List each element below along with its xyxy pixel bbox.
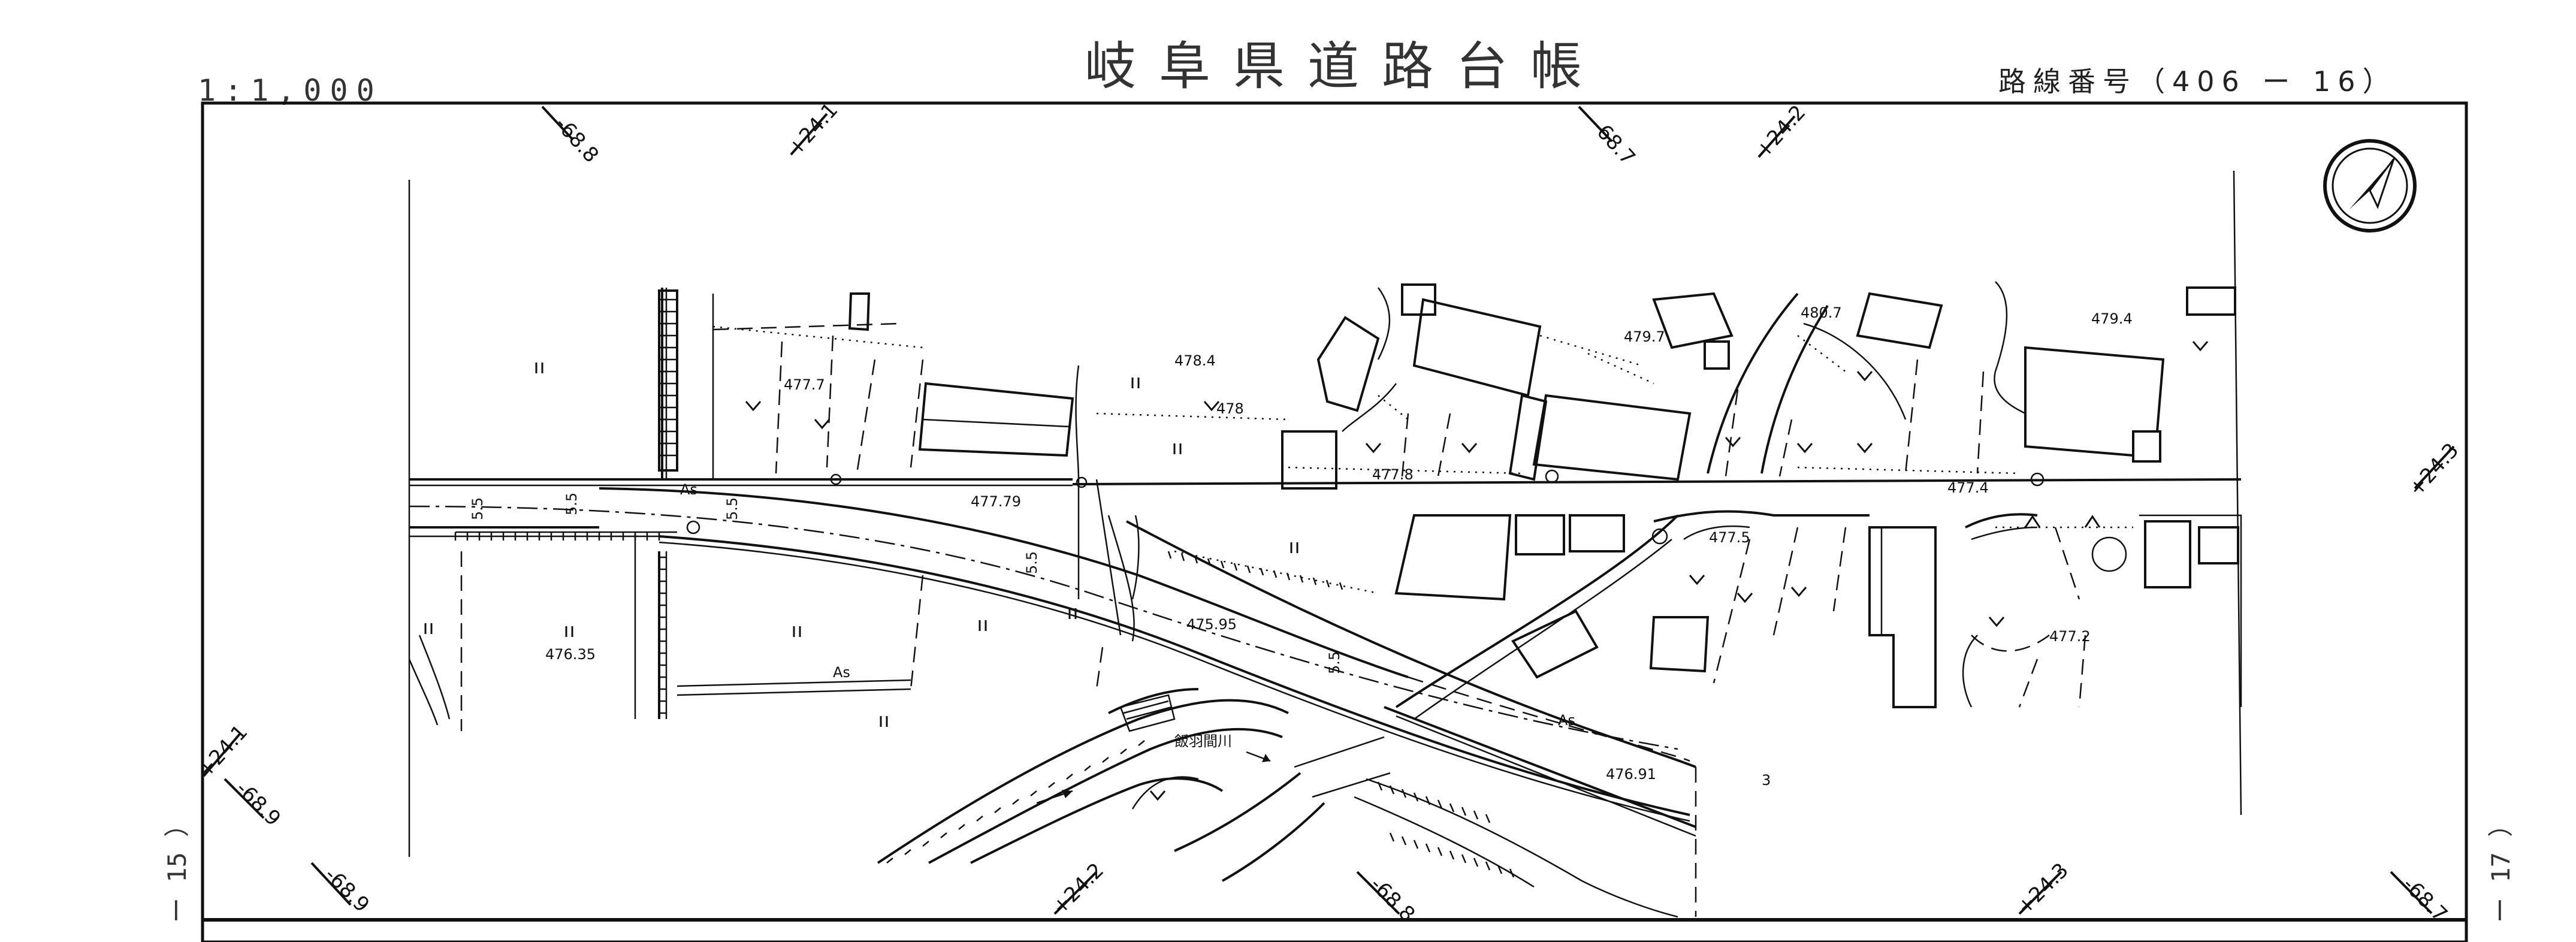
river-label: 飯羽間川 (1174, 733, 1232, 750)
sheet-title: 岐阜県道路台帳 (1085, 37, 1605, 96)
elevation-label: 480.7 (1801, 304, 1842, 321)
diagonal-road (1126, 514, 1697, 917)
elevation-label: 477.5 (1709, 529, 1750, 546)
prev-sheet-label: ー 15 ） (162, 812, 192, 923)
grid-mark: +24.3 (2012, 858, 2073, 919)
elevation-label: 477.8 (1372, 466, 1414, 483)
curved-road-northeast (1342, 281, 2026, 474)
landuse-symbols (424, 341, 2209, 801)
width-mark: 5.5 (1326, 651, 1343, 674)
width-mark: 5.5 (1023, 551, 1040, 574)
central-lane (1075, 365, 1140, 642)
elevation-label: 478 (1216, 400, 1244, 417)
grid-mark: -68.9 (231, 777, 285, 831)
elevation-label: 477.79 (971, 493, 1021, 510)
elevation-label: 477.7 (784, 376, 825, 393)
map-labels: As As As 5.5 5.5 5.5 5.5 5.5 飯羽間川 3 (469, 481, 1771, 789)
river (877, 688, 1678, 918)
width-mark: 5.5 (563, 493, 580, 515)
elevation-label: 475.95 (1186, 616, 1237, 633)
elevation-label: 478.4 (1174, 352, 1216, 369)
pavement-label: As (680, 481, 697, 498)
south-curve-road (1653, 510, 2127, 708)
grid-mark: -68.8 (550, 112, 603, 167)
elevation-label: 476.35 (545, 646, 596, 663)
elevation-label: 476.91 (1606, 766, 1656, 783)
elevation-label: 477.2 (2049, 628, 2091, 645)
route-number: 路線番号（406 ー 16） (1998, 65, 2397, 98)
elevation-points: 477.7 478.4 478 479.7 480.7 479.4 477.79… (545, 304, 2133, 783)
width-mark: 5.5 (724, 497, 741, 520)
width-mark: 5.5 (469, 497, 486, 520)
grid-mark: +24.2 (1751, 101, 1810, 163)
elevation-label: 477.4 (1947, 479, 1989, 496)
section-number: 3 (1762, 772, 1771, 789)
north-arrow-icon (2323, 139, 2417, 233)
pavement-label: As (1558, 712, 1575, 729)
grid-mark: +24.1 (783, 98, 842, 161)
sheet-frame (201, 101, 2468, 942)
parcel-boundaries (460, 341, 2086, 731)
grid-mark: -68.9 (320, 863, 374, 917)
grid-mark: +24.3 (2404, 439, 2463, 501)
pavement-label: As (833, 664, 850, 681)
map-right-boundary (2233, 170, 2242, 816)
left-structures (408, 289, 2045, 726)
main-road (409, 478, 2242, 822)
elevation-label: 479.4 (2091, 310, 2133, 327)
fences (712, 325, 2133, 594)
grid-mark: +24.2 (1047, 858, 1109, 919)
buildings-north (712, 283, 2236, 490)
elevation-label: 479.7 (1624, 328, 1665, 345)
next-sheet-label: ー 17 ） (2486, 812, 2515, 923)
grid-marks: -68.8 +24.1 -68.7 +24.2 +24.3 +24.1 -68.… (193, 98, 2463, 927)
grid-mark: -68.7 (1587, 114, 1640, 170)
buildings-south (1394, 514, 2242, 708)
